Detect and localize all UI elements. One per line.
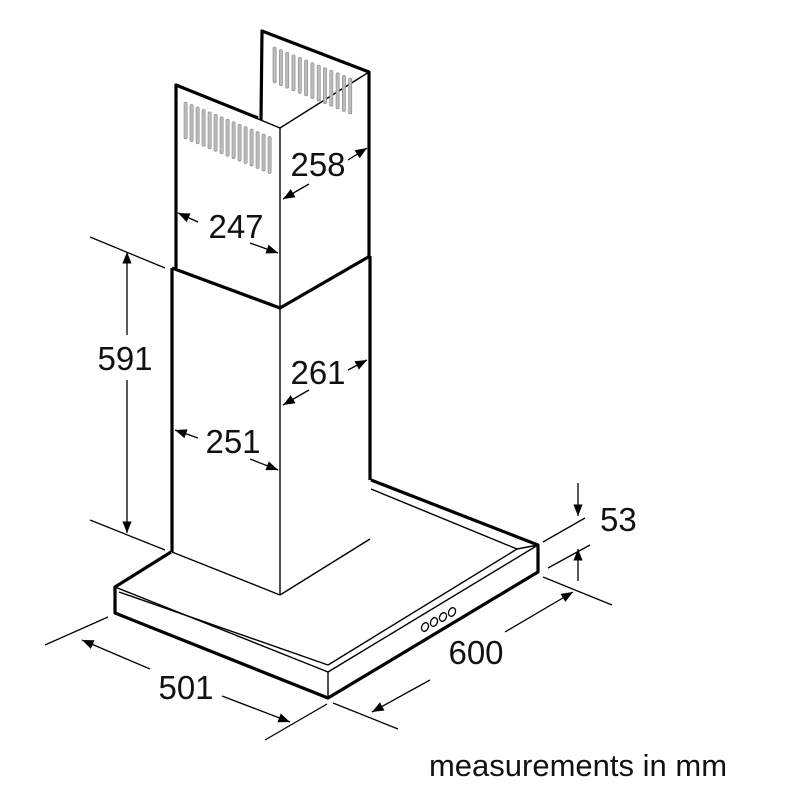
vent-slot — [348, 77, 353, 115]
label-251: 251 — [205, 423, 260, 460]
dimension-lower-depth: 261 — [282, 354, 368, 406]
dimension-hood-width: 600 — [332, 576, 613, 730]
vent-slot — [323, 67, 327, 104]
hood-canopy — [113, 478, 540, 700]
vent-slot — [291, 54, 296, 92]
dimension-chimney-height: 591 — [89, 236, 166, 551]
control-button — [447, 607, 457, 617]
vent-slot — [278, 49, 283, 86]
vent-slot — [219, 116, 224, 155]
vent-slot — [225, 118, 230, 157]
vent-slot — [310, 62, 315, 99]
vent-slot — [272, 46, 277, 84]
vent-slot — [249, 128, 254, 167]
dimension-hood-depth: 501 — [44, 616, 328, 741]
vent-slot — [304, 59, 309, 97]
label-501: 501 — [158, 669, 213, 706]
label-261: 261 — [290, 354, 345, 391]
label-247: 247 — [208, 208, 263, 245]
vent-slot — [231, 121, 236, 159]
vent-slot — [285, 51, 290, 89]
control-button — [429, 617, 439, 627]
dimension-hood-height: 53 — [542, 483, 637, 581]
vent-slot — [207, 111, 212, 150]
dimension-lower-width: 251 — [174, 423, 279, 471]
control-button — [438, 612, 448, 622]
label-600: 600 — [448, 634, 503, 671]
dimension-upper-width: 247 — [177, 208, 279, 254]
vent-slot — [213, 114, 218, 152]
control-buttons — [420, 607, 457, 632]
vent-slot — [237, 123, 242, 162]
vent-slot — [341, 75, 346, 112]
vent-slot — [201, 109, 206, 147]
vent-slot — [195, 106, 200, 145]
label-591: 591 — [97, 340, 152, 377]
lower-chimney — [170, 256, 372, 596]
vent-slot — [329, 69, 334, 107]
label-53: 53 — [600, 501, 637, 538]
vent-slot — [261, 133, 266, 172]
vent-slot — [297, 57, 302, 94]
units-caption: measurements in mm — [429, 748, 727, 783]
label-258: 258 — [290, 146, 345, 183]
vent-slot — [255, 131, 260, 169]
vent-slot — [316, 64, 321, 102]
vent-slot — [183, 101, 188, 140]
vent-slot — [243, 126, 248, 164]
vent-slots — [183, 46, 353, 174]
vent-slot — [335, 72, 340, 110]
vent-slot — [189, 104, 194, 142]
dimension-upper-depth: 258 — [282, 146, 368, 200]
vent-slot — [267, 136, 272, 174]
control-button — [420, 622, 430, 632]
